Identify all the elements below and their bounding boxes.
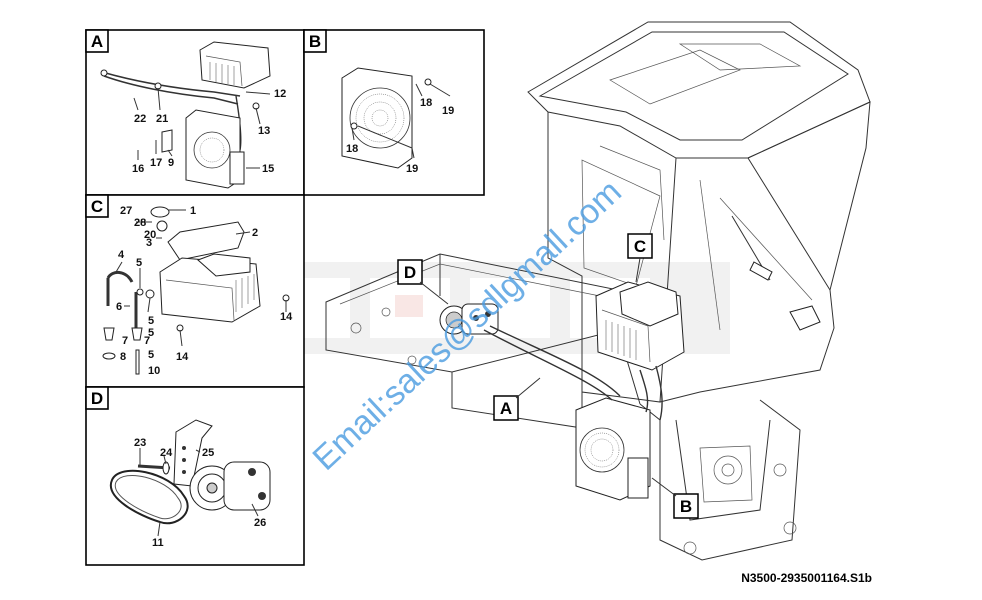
svg-text:25: 25 bbox=[202, 447, 214, 459]
panel-b: B 18 19 18 19 bbox=[303, 29, 485, 196]
svg-text:19: 19 bbox=[406, 163, 418, 175]
svg-text:10: 10 bbox=[148, 365, 160, 377]
svg-text:16: 16 bbox=[132, 163, 144, 175]
reference-code: N3500-2935001164.S1b bbox=[741, 571, 872, 585]
svg-text:A: A bbox=[500, 399, 512, 418]
svg-text:19: 19 bbox=[442, 105, 454, 117]
panel-c: C 27 1 2 bbox=[85, 194, 305, 388]
svg-text:24: 24 bbox=[160, 447, 173, 459]
svg-text:5: 5 bbox=[148, 327, 154, 339]
svg-text:7: 7 bbox=[122, 335, 128, 347]
svg-text:9: 9 bbox=[168, 157, 174, 169]
svg-text:6: 6 bbox=[116, 301, 122, 313]
panel-a: A 12 13 22 21 16 17 bbox=[85, 29, 305, 196]
svg-text:22: 22 bbox=[134, 113, 146, 125]
svg-text:14: 14 bbox=[280, 311, 293, 323]
svg-text:7: 7 bbox=[144, 335, 150, 347]
svg-text:5: 5 bbox=[148, 349, 154, 361]
svg-text:5: 5 bbox=[148, 315, 154, 327]
svg-text:23: 23 bbox=[134, 437, 146, 449]
main-label-b: B bbox=[651, 477, 699, 519]
svg-text:D: D bbox=[91, 389, 103, 408]
svg-text:B: B bbox=[680, 497, 692, 516]
svg-text:A: A bbox=[91, 32, 103, 51]
svg-text:4: 4 bbox=[118, 249, 125, 261]
svg-text:1: 1 bbox=[190, 205, 196, 217]
svg-text:C: C bbox=[91, 197, 103, 216]
svg-text:21: 21 bbox=[156, 113, 168, 125]
svg-text:27: 27 bbox=[120, 205, 132, 217]
svg-text:D: D bbox=[404, 263, 416, 282]
main-hoses bbox=[483, 325, 663, 421]
main-label-d: D bbox=[397, 259, 449, 305]
svg-text:26: 26 bbox=[254, 517, 266, 529]
svg-text:15: 15 bbox=[262, 163, 274, 175]
svg-text:17: 17 bbox=[150, 157, 162, 169]
svg-text:2: 2 bbox=[252, 227, 258, 239]
svg-text:8: 8 bbox=[120, 351, 126, 363]
svg-text:13: 13 bbox=[258, 125, 270, 137]
svg-text:18: 18 bbox=[420, 97, 432, 109]
svg-text:5: 5 bbox=[136, 257, 142, 269]
main-condenser-unit bbox=[575, 397, 651, 501]
main-heater-unit bbox=[595, 281, 685, 371]
svg-text:18: 18 bbox=[346, 143, 358, 155]
svg-text:C: C bbox=[634, 237, 646, 256]
svg-text:20: 20 bbox=[144, 229, 156, 241]
svg-text:12: 12 bbox=[274, 88, 286, 100]
watermark-logo-text: SDLG bbox=[393, 263, 587, 341]
svg-text:B: B bbox=[309, 32, 321, 51]
main-label-c: C bbox=[627, 233, 653, 283]
svg-text:11: 11 bbox=[152, 537, 164, 549]
main-label-a: A bbox=[493, 377, 541, 421]
svg-text:28: 28 bbox=[134, 217, 146, 229]
svg-text:3: 3 bbox=[146, 237, 152, 249]
main-compressor-unit bbox=[439, 303, 499, 335]
panel-d: D 23 24 25 11 26 bbox=[85, 386, 305, 566]
svg-text:14: 14 bbox=[176, 351, 189, 363]
